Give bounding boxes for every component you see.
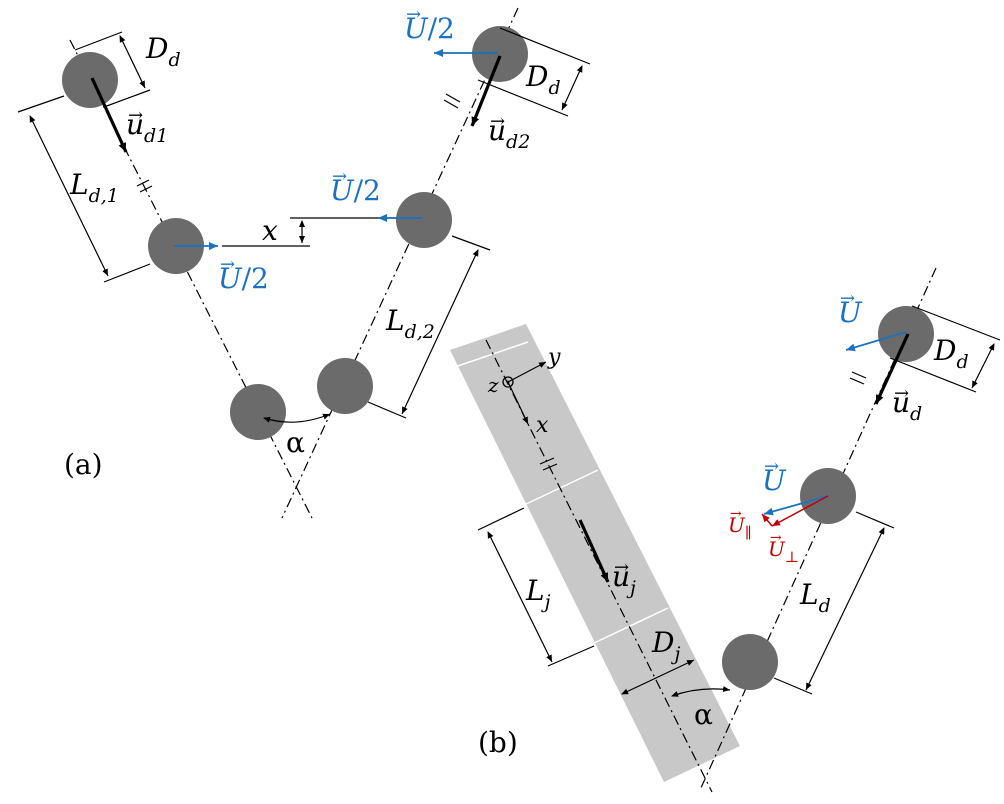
u-d1-arrow [90,77,128,153]
ld1-ext-1 [17,95,65,113]
u-half-top-label: U/2 [404,12,455,45]
dj-label: Dj [651,626,680,665]
lj-ext-2 [547,645,595,667]
y-axis-label: y [547,345,561,370]
panel-b-label: (b) [478,726,518,759]
dd-right-label: Dd [525,60,561,99]
jet-segment-line-1 [451,341,529,369]
u-half-left-vector-icon: → [220,254,235,275]
panel-b: y z x uj → Lj Dj α U → Dd [450,267,1001,793]
dd-right-dim [561,65,583,111]
lj-dim [487,531,553,663]
u-mid-arrow [763,495,829,516]
alpha-label-b: α [694,698,713,731]
z-axis-label: z [487,373,499,397]
u-par-label: U∥ [728,513,752,542]
u-d2-arrow [470,55,502,127]
u-par-arrow [761,513,773,527]
lj-ext-1 [477,507,525,531]
u-d-label: ud [892,386,922,425]
x-axis-arrow [507,381,529,425]
break-mark-jet-2 [542,463,558,471]
break-mark-jet-1 [539,457,555,465]
u-j-label: uj [612,560,636,599]
panel-a-label: (a) [64,448,103,481]
break-mark-left-2 [139,185,153,193]
u-half-left-label: U/2 [218,262,269,295]
u-half-top-vector-icon: → [406,4,421,25]
ld1-dim [29,115,109,277]
dd-b-label: Dd [933,334,969,373]
z-axis-icon [502,376,514,388]
x-label: x [262,214,278,247]
break-mark-right-2 [443,99,459,109]
ld1-ext-2 [103,263,151,283]
dd-left-ext-2 [103,89,151,108]
u-d1-vector-arrow-icon: → [128,105,143,126]
droplet-right-2 [396,192,452,248]
ld-b-label: Ld [799,578,831,617]
ld-b-ext-1 [855,511,895,529]
u-top-arrow [845,331,907,352]
u-top-vector-icon: → [840,288,855,309]
ld2-ext-2 [367,401,407,419]
u-mid-vector-icon: → [764,456,779,477]
u-perp-label: U⊥ [768,537,799,566]
u-perp-arrow [771,495,829,527]
panel-a: Dd ud1 → Ld,1 U/2 → x U/2 → U/2 → Dd [17,4,591,519]
droplet-b-1 [878,306,934,362]
u-d1-label: ud1 [126,108,168,147]
break-mark-left-1 [136,179,150,187]
u-half-right-label: U/2 [330,174,381,207]
dd-b-dim [971,343,995,389]
ld2-label: Ld,2 [385,304,435,343]
jet-segment-line-3 [591,607,669,645]
right-stream-axis [281,7,519,519]
dd-left-dim [119,35,146,89]
dd-right-ext-1 [499,27,591,65]
dd-left-ext-1 [74,31,123,51]
y-axis-arrow [507,361,547,383]
alpha-arc-a [263,413,331,423]
alpha-arc-b [671,686,731,697]
alpha-label-a: α [286,426,305,459]
dj-dim [621,659,695,695]
u-mid-label: U [762,464,787,497]
u-j-vector-icon: → [614,557,629,578]
break-mark-right-1 [445,93,461,103]
u-d-vector-icon: → [894,383,909,404]
droplet-left-1 [62,52,118,108]
dd-b-ext-1 [911,305,1001,341]
droplet-right-1 [472,26,528,82]
u-d2-label: ud2 [488,114,530,153]
u-j-arrow [578,519,610,583]
break-mark-b-1 [851,371,867,379]
ld1-label: Ld,1 [69,168,119,207]
break-mark-b-2 [849,377,865,385]
dd-left-label: Dd [145,32,181,71]
ld2-ext-1 [451,235,491,251]
u-par-vector-icon: → [730,506,742,522]
droplet-right-3 [317,358,373,414]
u-d2-vector-icon: → [490,111,505,132]
ld2-dim [401,249,479,415]
dd-right-ext-2 [477,79,569,117]
u-half-right-vector-icon: → [332,166,347,187]
lj-label: Lj [525,574,551,613]
dd-b-ext-2 [889,357,977,393]
ld-b-dim [805,527,885,691]
ld-b-ext-2 [773,677,813,695]
droplet-left-3 [230,384,286,440]
u-top-label: U [838,296,863,329]
u-d-arrow [874,333,910,405]
u-perp-vector-icon: → [770,530,782,546]
droplet-b-3 [722,634,778,690]
x-axis-label: x [536,413,549,438]
